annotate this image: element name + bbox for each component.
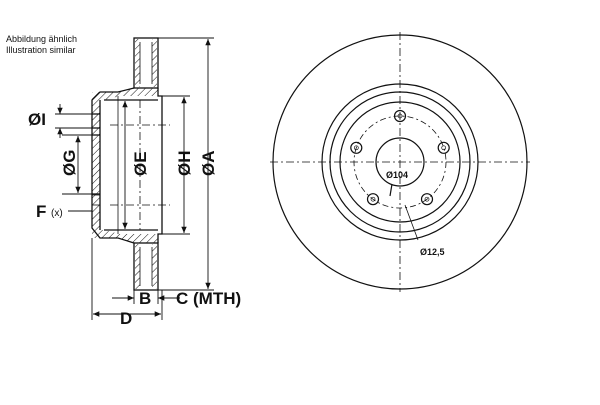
dim-label-f-suffix: (x) xyxy=(51,208,63,219)
hole-diameter-label: Ø12,5 xyxy=(420,247,445,257)
bolt-holes xyxy=(350,109,450,206)
bolt-hole-centre xyxy=(353,145,359,151)
centre-bore xyxy=(375,137,425,187)
dim-label-d: D xyxy=(120,309,132,328)
dim-label-g: ØG xyxy=(60,150,79,176)
dim-label-f: F xyxy=(36,202,46,221)
dim-label-h: ØH xyxy=(175,151,194,177)
note-english: Illustration similar xyxy=(6,45,76,55)
front-view xyxy=(270,32,530,292)
dim-label-c: C (MTH) xyxy=(176,289,241,308)
bolt-hole-centre xyxy=(397,113,403,119)
bolt-hole xyxy=(437,141,450,154)
bolt-hole xyxy=(393,109,407,123)
dim-label-i: ØI xyxy=(28,110,46,129)
bolt-hole xyxy=(420,193,434,206)
side-view xyxy=(91,37,170,291)
dim-label-e: ØE xyxy=(131,151,150,176)
dim-label-a: ØA xyxy=(199,151,218,177)
bolt-hole-centre xyxy=(441,145,447,151)
bolt-hole-centre xyxy=(424,196,430,202)
note-german: Abbildung ähnlich xyxy=(6,34,78,44)
pcd-label: Ø104 xyxy=(386,170,408,180)
bolt-hole xyxy=(350,141,363,154)
bolt-hole-centre xyxy=(370,196,376,202)
side-dimensions xyxy=(55,37,214,320)
bolt-hole xyxy=(366,193,380,206)
dim-label-b: B xyxy=(139,289,151,308)
